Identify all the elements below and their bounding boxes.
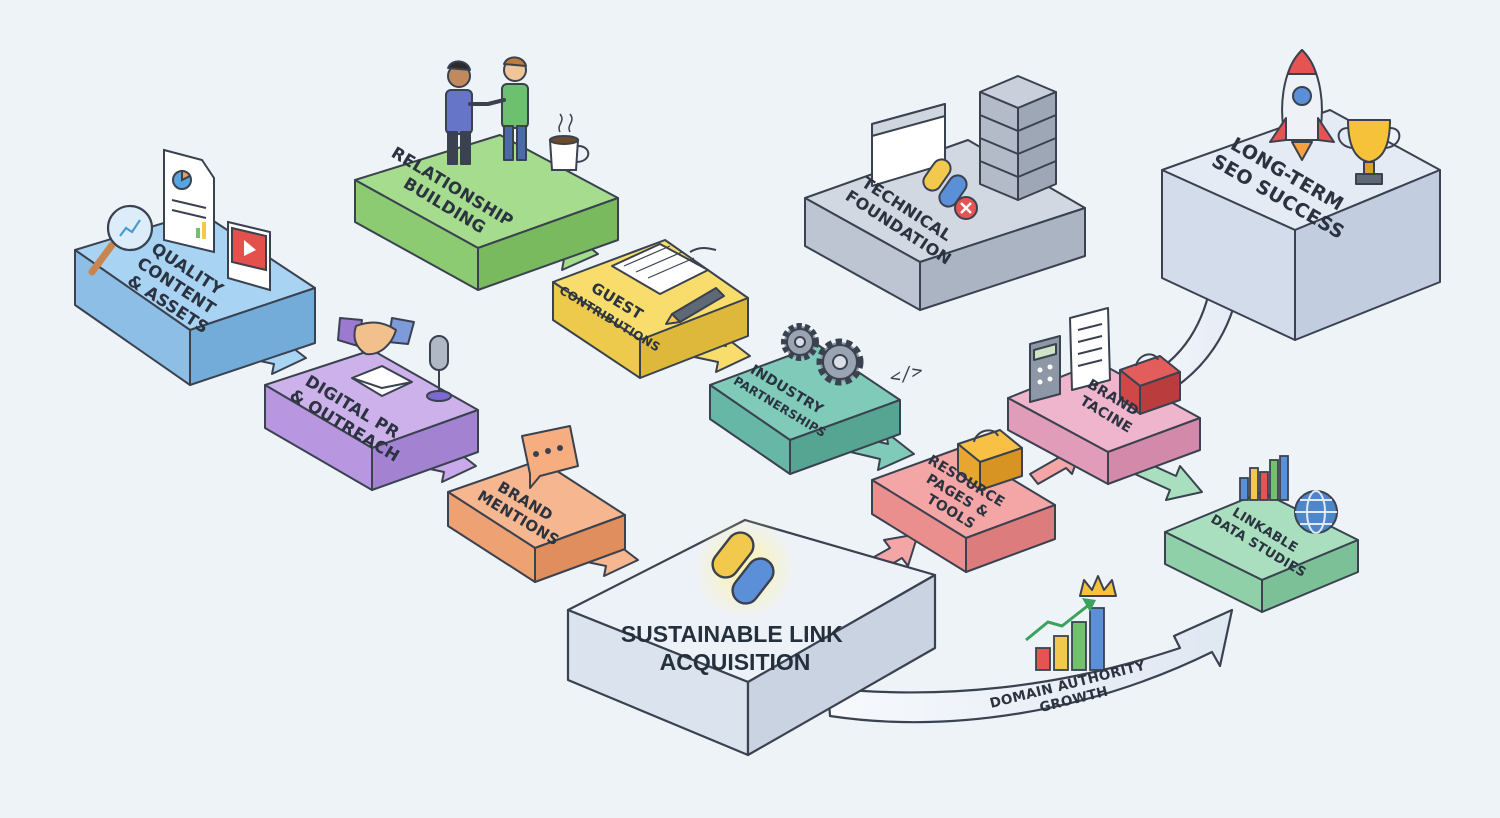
checklist-icon bbox=[1069, 307, 1111, 391]
link-icon bbox=[693, 516, 797, 620]
node-relationship bbox=[354, 134, 619, 291]
briefcase-icon bbox=[1119, 353, 1181, 415]
svg-text:SUSTAINABLE LINK ACQUISI: SUSTAINABLE LINK ACQUISITION bbox=[621, 621, 849, 675]
envelope-icon bbox=[351, 365, 413, 397]
pen-icon bbox=[665, 287, 725, 325]
rocket-icon bbox=[1269, 49, 1335, 161]
growth-bars bbox=[1025, 598, 1105, 671]
node-brand-mentions bbox=[447, 459, 626, 583]
bar-chart-icon bbox=[1239, 455, 1289, 501]
node-digital-pr bbox=[264, 349, 479, 491]
calculator-icon bbox=[1029, 335, 1061, 403]
label-sustainable: SUSTAINABLE LINK ACQUISITION bbox=[621, 621, 849, 675]
node-resource bbox=[871, 447, 1056, 573]
globe-icon bbox=[1294, 490, 1338, 534]
keyboard-icon bbox=[611, 243, 717, 295]
crown-icon bbox=[1079, 575, 1117, 597]
gears-icon bbox=[781, 323, 864, 386]
chat-bubble-icon bbox=[521, 425, 579, 489]
people-icon bbox=[445, 56, 529, 165]
video-icon bbox=[227, 220, 271, 292]
report-icon bbox=[163, 148, 215, 254]
magnifier-icon bbox=[88, 204, 154, 276]
toolbox-icon bbox=[957, 429, 1023, 491]
broken-link-icon bbox=[922, 158, 978, 220]
trophy-icon bbox=[1337, 119, 1401, 185]
node-linkable bbox=[1164, 491, 1359, 613]
server-icon bbox=[979, 75, 1057, 201]
arrow-domain-growth bbox=[826, 608, 1234, 724]
svg-text:</>: </> bbox=[890, 360, 922, 389]
coffee-icon bbox=[548, 113, 590, 171]
handshake-icon bbox=[337, 317, 415, 356]
microphone-icon bbox=[426, 335, 452, 402]
